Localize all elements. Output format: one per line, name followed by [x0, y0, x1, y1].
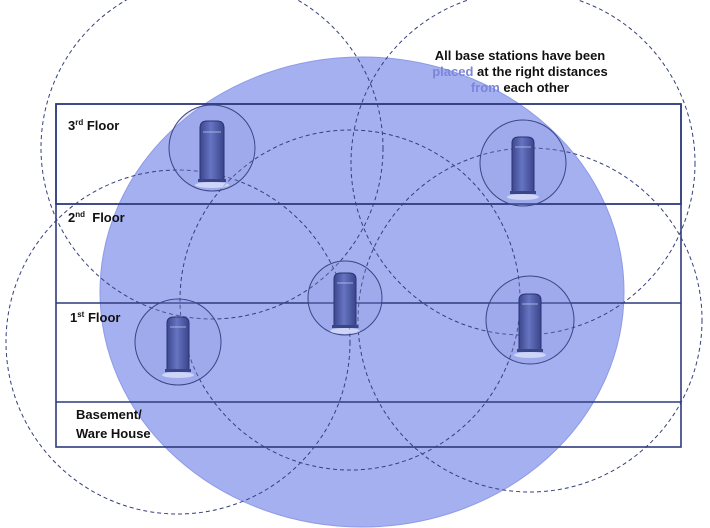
base-station-icon [514, 293, 546, 358]
floor-2-word: Floor [92, 210, 125, 225]
floor-1-word: Floor [87, 310, 121, 325]
base-station-icon [195, 120, 229, 188]
note-highlight-placed: placed [432, 64, 474, 79]
dashed-range-circle [350, 0, 696, 336]
base-station-icon [162, 316, 194, 378]
base-station-icon [330, 272, 360, 334]
note-line-3-rest: each other [499, 80, 570, 95]
floor-1-number: 1 [70, 310, 78, 325]
note-line-2-rest: at the right distances [473, 64, 608, 79]
floor-3-word: Floor [86, 118, 120, 133]
dashed-range-circle [40, 0, 384, 320]
floor-1-suffix: st [77, 310, 85, 319]
floor-2-suffix: nd [75, 210, 86, 219]
dashed-range-circle [357, 147, 703, 493]
floor-2-number: 2 [68, 210, 76, 225]
placement-note: All base stations have been placed at th… [400, 48, 640, 96]
note-line-1: All base stations have been [434, 48, 606, 63]
note-highlight-from: from [470, 80, 500, 95]
building-box [55, 103, 682, 448]
floor-label-1st: 1st Floor [70, 310, 120, 325]
floor-3-suffix: rd [75, 118, 84, 127]
floor-label-3rd: 3rd Floor [68, 118, 119, 133]
coverage-area [99, 56, 625, 528]
floor-3-number: 3 [68, 118, 76, 133]
basement-line-1: Basement/ [76, 407, 142, 422]
basement-line-2: Ware House [76, 426, 151, 441]
floor-label-basement: Basement/ Ware House [76, 405, 151, 443]
base-station-icon [507, 136, 539, 200]
floor-label-2nd: 2nd Floor [68, 210, 125, 225]
note-line-2: placed at the right distances [400, 64, 640, 80]
dashed-range-circle [5, 169, 351, 515]
range-circles [5, 0, 703, 515]
note-line-3: from each other [400, 80, 640, 96]
